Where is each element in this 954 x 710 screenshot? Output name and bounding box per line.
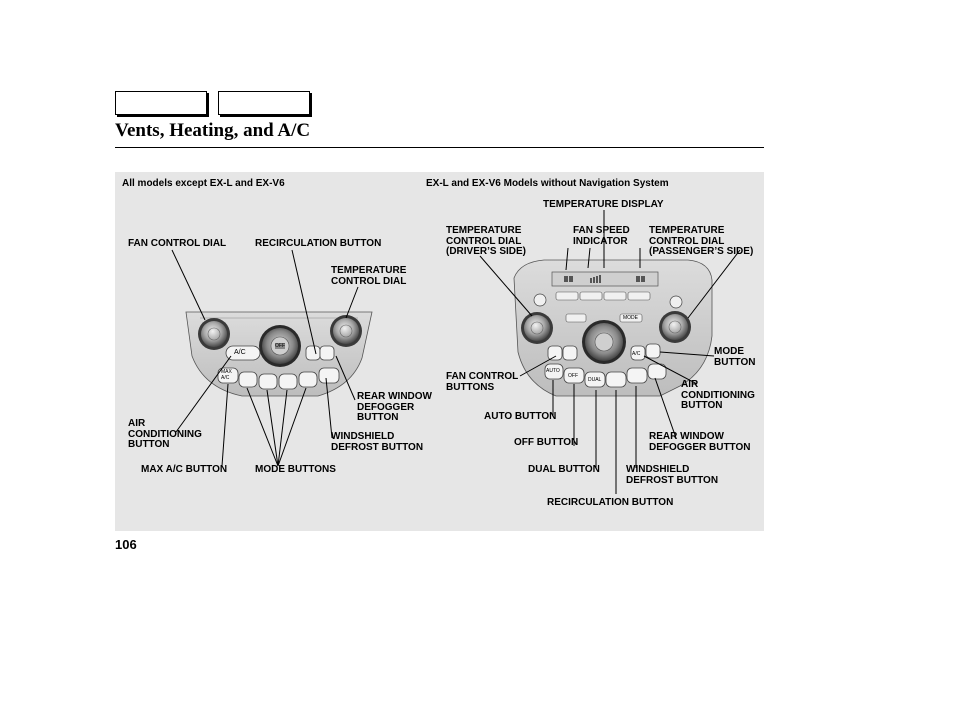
right-dual-text: DUAL xyxy=(588,377,602,383)
left-temperature-dial xyxy=(330,315,362,347)
label-max-ac-button: MAX A/C BUTTON xyxy=(141,464,228,475)
nav-tab-next[interactable] xyxy=(218,91,310,115)
right-center-dial xyxy=(582,320,626,364)
label-air-conditioning-left: AIR CONDITIONING BUTTON xyxy=(128,418,202,450)
label-rear-window-defogger-left: REAR WINDOW DEFOGGER BUTTON xyxy=(357,391,432,423)
title-rule xyxy=(115,147,764,148)
left-ac-button-text: A/C xyxy=(234,349,246,356)
right-ac-text: A/C xyxy=(632,351,641,357)
label-auto-button: AUTO BUTTON xyxy=(484,411,557,422)
label-dual-button: DUAL BUTTON xyxy=(528,464,600,475)
label-temperature-dial-driver: TEMPERATURE CONTROL DIAL (DRIVER’S SIDE) xyxy=(446,225,527,257)
right-control-panel xyxy=(513,259,713,397)
passenger-temperature-dial xyxy=(659,311,691,343)
label-fan-control-dial: FAN CONTROL DIAL xyxy=(128,238,227,249)
label-recirculation-button-right: RECIRCULATION BUTTON xyxy=(547,497,674,508)
right-mode-text: MODE xyxy=(623,315,638,321)
label-temperature-control-dial-left: TEMPERATURE CONTROL DIAL xyxy=(331,265,407,287)
nav-tab-previous[interactable] xyxy=(115,91,207,115)
left-recirculation-dial xyxy=(259,325,301,367)
driver-temperature-dial xyxy=(521,312,553,344)
right-auto-text: AUTO xyxy=(546,368,560,374)
label-windshield-defrost-right: WINDSHIELD DEFROST BUTTON xyxy=(626,464,719,486)
label-fan-speed-indicator: FAN SPEED INDICATOR xyxy=(573,225,630,247)
left-max-ac-text: MAX A/C xyxy=(221,369,232,381)
left-off-text: OFF xyxy=(275,343,285,349)
right-off-text: OFF xyxy=(568,373,578,379)
temperature-display-segments xyxy=(564,275,645,283)
left-fan-control-dial xyxy=(198,318,230,350)
label-temperature-display: TEMPERATURE DISPLAY xyxy=(543,199,664,210)
label-off-button: OFF BUTTON xyxy=(514,437,579,448)
label-recirculation-button-left: RECIRCULATION BUTTON xyxy=(255,238,382,249)
left-panel-heading: All models except EX-L and EX-V6 xyxy=(122,178,285,189)
left-control-panel xyxy=(185,311,373,397)
left-leader-lines xyxy=(171,249,359,467)
label-mode-button: MODE BUTTON xyxy=(714,346,756,368)
label-windshield-defrost-left: WINDSHIELD DEFROST BUTTON xyxy=(331,431,424,453)
label-temperature-dial-passenger: TEMPERATURE CONTROL DIAL (PASSENGER’S SI… xyxy=(649,225,754,257)
label-air-conditioning-right: AIR CONDITIONING BUTTON xyxy=(681,379,755,411)
page-title: Vents, Heating, and A/C xyxy=(115,120,311,141)
right-panel-heading: EX-L and EX-V6 Models without Navigation… xyxy=(426,178,669,189)
right-leader-lines xyxy=(479,210,741,494)
page-number: 106 xyxy=(115,537,137,552)
label-rear-window-defogger-right: REAR WINDOW DEFOGGER BUTTON xyxy=(649,431,751,453)
label-mode-buttons: MODE BUTTONS xyxy=(255,464,336,475)
label-fan-control-buttons: FAN CONTROL BUTTONS xyxy=(446,371,519,393)
